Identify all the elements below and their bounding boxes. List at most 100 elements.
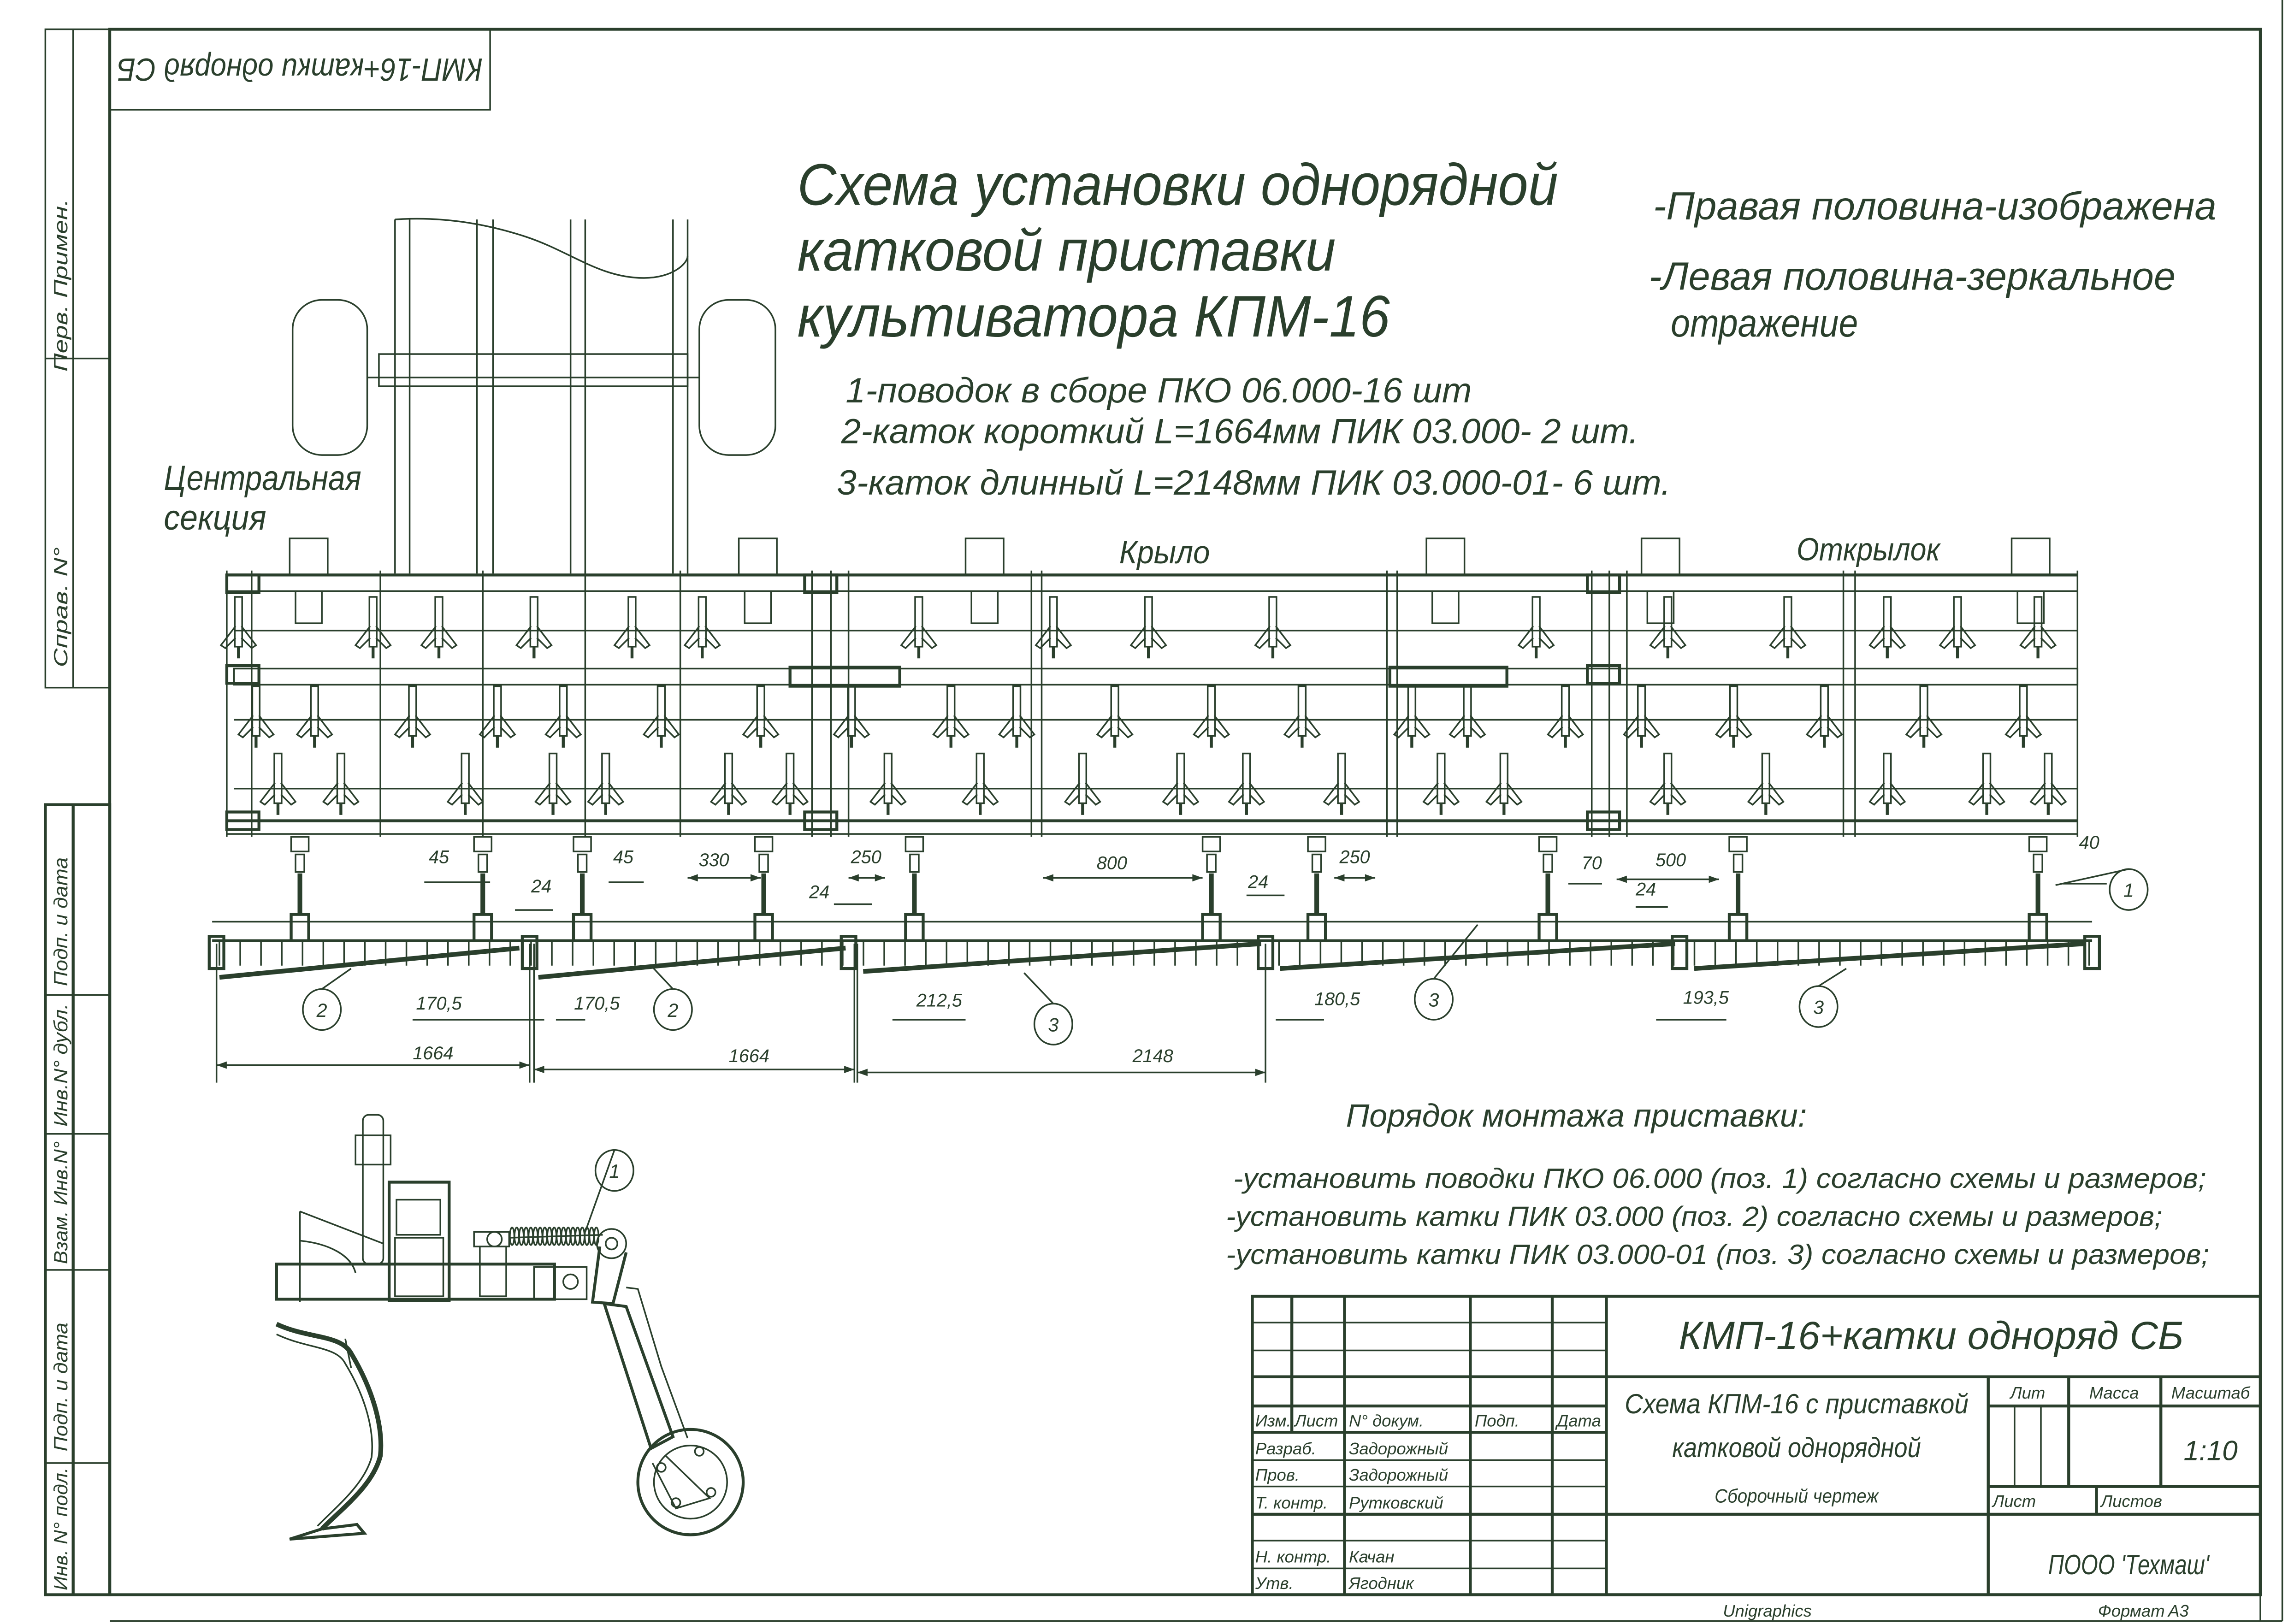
- tine: [1129, 596, 1167, 659]
- drawbar-rod: [1727, 836, 1749, 942]
- tine: [1035, 596, 1072, 659]
- gauge-wheel: [1431, 590, 1460, 624]
- note-left-half-cont: отражение: [1671, 301, 1858, 345]
- drawing-title: Схема установки однорядной катковой прис…: [798, 152, 1558, 349]
- callout-number: 2: [316, 1000, 327, 1021]
- roller-drum: [1694, 941, 2085, 971]
- drawbar-rod: [753, 836, 774, 942]
- tb-header-data: Дата: [1555, 1411, 1601, 1430]
- title-line-2: катковой приставки: [798, 218, 1336, 283]
- assembly-step-1: -установить поводки ПКО 06.000 (поз. 1) …: [1233, 1163, 2206, 1194]
- label-central-section: Центральная: [164, 459, 361, 498]
- callout-number: 3: [1429, 990, 1439, 1011]
- dimension-label: 330: [699, 850, 729, 870]
- tine: [869, 752, 907, 815]
- roller-drum: [1280, 941, 1675, 971]
- tine: [296, 685, 333, 748]
- tine: [1747, 752, 1785, 815]
- drawbar-rod: [290, 836, 310, 942]
- tine: [613, 596, 651, 659]
- assembly-step-2: -установить катки ПИК 03.000 (поз. 2) со…: [1226, 1201, 2162, 1232]
- dimension-label: 24: [809, 882, 829, 903]
- tine: [1064, 752, 1101, 815]
- gauge-wheel: [744, 590, 772, 624]
- drawbar-rod: [1201, 836, 1222, 942]
- tine: [771, 752, 809, 815]
- tine: [237, 685, 275, 748]
- side-view-drawing: [275, 1114, 745, 1541]
- position-callout: 3: [1798, 968, 1847, 1028]
- assembly-instructions: Порядок монтажа приставки: -установить п…: [1226, 1098, 2209, 1270]
- strip-label-podp-data: Подп. и дата: [50, 857, 71, 986]
- tine: [998, 685, 1036, 748]
- dimension-label: 800: [1097, 853, 1127, 873]
- callout-number: 1: [609, 1161, 620, 1182]
- callout-number: 3: [1813, 997, 1824, 1018]
- gauge-wheel: [1646, 590, 1675, 624]
- tine: [1393, 685, 1431, 748]
- gauge-wheel: [295, 590, 323, 624]
- side-strip-bottom: Подп. и дата Инв.N° дубл. Взам. Инв.N° П…: [44, 803, 112, 1596]
- tb-header-list: Лист: [1294, 1411, 1338, 1430]
- tine: [1547, 685, 1585, 748]
- tine: [2019, 596, 2057, 659]
- dimension-arrow: [1616, 875, 1719, 883]
- tb-header-izm: Изм.: [1255, 1411, 1291, 1430]
- drawbar-rods: [290, 836, 2048, 942]
- tb-person: Ягодник: [1348, 1574, 1414, 1593]
- tb-sheet-label: Лист: [1992, 1492, 2036, 1511]
- position-callouts: 2 2 3 3 3 1 1: [302, 868, 2149, 1232]
- note-right-half: -Правая половина-изображена: [1653, 184, 2217, 228]
- tine: [219, 596, 257, 659]
- tb-lit-label: Лит: [2010, 1383, 2046, 1402]
- tine: [2029, 752, 2067, 815]
- tine: [1228, 752, 1265, 815]
- dimension-label: 500: [1655, 850, 1686, 870]
- tine: [833, 685, 870, 748]
- gauge-wheel-bracket: [738, 537, 778, 576]
- dimension-label: 24: [1635, 879, 1656, 899]
- assembly-heading: Порядок монтажа приставки:: [1346, 1098, 1807, 1134]
- tine: [709, 752, 747, 815]
- dimension-label: 24: [1248, 872, 1268, 892]
- cultivator-tines: [219, 596, 2067, 815]
- tine: [683, 596, 721, 659]
- callout-number: 3: [1048, 1015, 1058, 1036]
- drawbar-rod: [1537, 836, 1558, 942]
- dimension-label: 250: [851, 847, 881, 868]
- hydraulic-cylinder: [1388, 666, 1508, 688]
- dimension-label: 212,5: [916, 991, 963, 1011]
- callout-number: 2: [667, 1000, 678, 1021]
- tb-sheets-label: Листов: [2100, 1492, 2162, 1511]
- tine: [1649, 596, 1687, 659]
- parts-list-item-1: 1-поводок в сборе ПКО 06.000-16 шт: [845, 371, 1472, 410]
- dimension-label: 170,5: [416, 993, 462, 1014]
- position-callout: 1: [2055, 868, 2149, 911]
- tine: [1323, 752, 1360, 815]
- strip-label-inv-dubl: Инв.N° дубл.: [50, 1004, 71, 1127]
- tb-name-line-2: катковой однорядной: [1672, 1432, 1921, 1463]
- tine: [2004, 685, 2042, 748]
- dimension-label: 170,5: [574, 993, 620, 1014]
- tine: [642, 685, 680, 748]
- position-callout: 2: [302, 968, 352, 1031]
- drawbar-rod: [904, 836, 925, 942]
- tine: [322, 752, 360, 815]
- tine: [1769, 596, 1807, 659]
- tine: [742, 685, 780, 748]
- roller-bearing: [1671, 935, 1689, 970]
- tine: [354, 596, 392, 659]
- tine: [1193, 685, 1230, 748]
- gauge-wheel-bracket: [1640, 537, 1680, 576]
- label-wing: Крыло: [1119, 534, 1210, 570]
- dimension-label: 193,5: [1683, 987, 1729, 1008]
- parts-list-item-3: 3-каток длинный L=2148мм ПИК 03.000-01- …: [837, 463, 1671, 502]
- position-callout: 2: [650, 965, 693, 1031]
- hinge-joint: [225, 664, 260, 685]
- tb-format-value: А3: [2167, 1601, 2189, 1620]
- roller-drum: [863, 941, 1261, 974]
- tb-role: Разраб.: [1255, 1439, 1316, 1458]
- title-line-3: культиватора КПМ-16: [798, 283, 1390, 349]
- note-left-half: -Левая половина-зеркальное: [1649, 254, 2176, 298]
